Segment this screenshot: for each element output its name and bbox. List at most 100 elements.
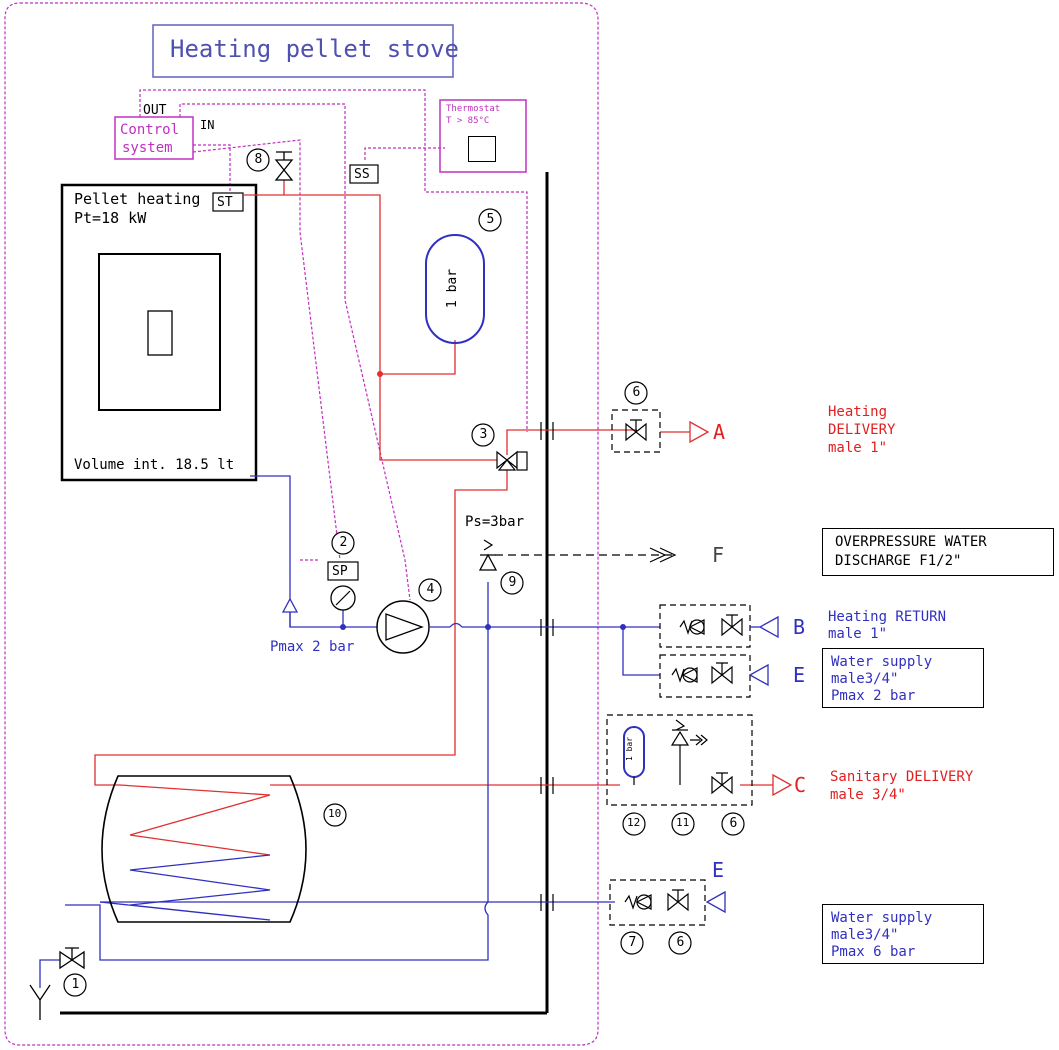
- boiler-name: Pellet heating: [74, 190, 201, 208]
- callout-circle: [471, 423, 495, 447]
- callout-circle: [668, 931, 692, 955]
- callout-circle: [622, 812, 646, 836]
- wall-passthroughs: [540, 422, 554, 911]
- three-way-valve: [496, 450, 518, 471]
- boiler-power: Pt=18 kW: [74, 209, 147, 227]
- callout-number: 2: [339, 535, 348, 550]
- connection-e1-line3: Pmax 2 bar: [831, 688, 916, 704]
- callout-number: 11: [676, 816, 690, 829]
- connection-e2-line3: Pmax 6 bar: [831, 944, 916, 960]
- connection-a-letter: A: [713, 420, 726, 444]
- callout-circle: [331, 531, 355, 555]
- red-coil: [119, 784, 271, 856]
- connection-f-line1: OVERPRESSURE WATER: [835, 534, 987, 550]
- control-system-label-2: system: [122, 140, 173, 156]
- connection-c-line2: male 3/4": [830, 787, 906, 803]
- callout-circle: [63, 973, 87, 997]
- enclosure-outline: [4, 2, 599, 1046]
- connection-f-line2: DISCHARGE F1/2": [835, 553, 962, 569]
- thermostat-box: [439, 99, 527, 173]
- vent-valve: [274, 151, 294, 181]
- callout-number: 6: [676, 935, 685, 950]
- thermostat-label-1: Thermostat: [446, 104, 501, 114]
- control-out-label: OUT: [143, 103, 167, 118]
- callout-number: 10: [328, 807, 342, 820]
- boiler-window: [147, 310, 173, 356]
- small-vessel-label: 1 bar: [625, 736, 635, 762]
- connection-b-letter: B: [793, 615, 806, 639]
- boiler-door: [98, 253, 221, 411]
- control-system-box: [114, 116, 194, 160]
- connection-e2-line1: Water supply: [831, 910, 933, 926]
- diagram-title: Heating pellet stove: [170, 35, 459, 63]
- callout-number: 9: [508, 575, 517, 590]
- pmax-pressure-label: Pmax 2 bar: [270, 639, 355, 655]
- connection-c-letter: C: [794, 773, 807, 797]
- external-groups: [606, 409, 753, 926]
- connection-e1-letter: E: [793, 663, 806, 687]
- red-pipes: [94, 180, 773, 786]
- connection-a-line1: Heating: [828, 404, 888, 420]
- drain-valve: [59, 947, 85, 970]
- boiler-outer: [60, 183, 258, 482]
- st-sensor-label: ST: [217, 195, 233, 210]
- sp-sensor-label: SP: [332, 564, 348, 579]
- expansion-vessel-label: 1 bar: [445, 268, 461, 309]
- blue-pipes: [39, 475, 660, 988]
- connection-arrows: [689, 420, 793, 914]
- callout-circle: [620, 931, 644, 955]
- water-supply-box-2: Water supply male3/4" Pmax 6 bar: [822, 904, 984, 964]
- control-wiring: [114, 89, 528, 601]
- sp-sensor-box: [327, 561, 359, 581]
- expansion-vessel: [425, 234, 485, 344]
- connection-a-line3: male 1": [828, 440, 888, 456]
- connection-c-line1: Sanitary DELIVERY: [830, 769, 974, 785]
- connection-e1-line1: Water supply: [831, 654, 933, 670]
- callout-number: 12: [627, 816, 641, 829]
- callout-number: 7: [628, 935, 637, 950]
- st-sensor-box: [212, 192, 244, 212]
- connection-b-line1: Heating RETURN: [828, 609, 947, 625]
- callout-circle: [671, 812, 695, 836]
- thermostat-icon: [468, 136, 496, 162]
- blue-coil: [99, 854, 271, 921]
- connection-e2-letter: E: [712, 858, 725, 882]
- callout-number: 1: [71, 977, 80, 992]
- callout-number: 3: [479, 427, 488, 442]
- callout-number: 6: [729, 816, 738, 831]
- callout-circle: [323, 803, 347, 827]
- safety-valve: [478, 553, 498, 571]
- connection-e2-line2: male3/4": [831, 927, 899, 943]
- pump: [376, 600, 430, 654]
- number-circles: [63, 148, 745, 997]
- connection-b-line2: male 1": [828, 626, 888, 642]
- external-valves: [624, 419, 743, 912]
- callout-circle: [246, 148, 270, 172]
- overpressure-discharge-box: OVERPRESSURE WATER DISCHARGE F1/2": [822, 528, 1054, 576]
- callout-number: 6: [632, 385, 641, 400]
- thermostat-label-2: T > 85°C: [446, 116, 490, 126]
- ps-pressure-label: Ps=3bar: [465, 514, 525, 530]
- callout-circle: [624, 381, 648, 405]
- control-in-label: IN: [200, 118, 215, 132]
- callout-number: 4: [426, 582, 435, 597]
- callout-circle: [418, 578, 442, 602]
- callout-circle: [478, 208, 502, 232]
- connection-a-line2: DELIVERY: [828, 422, 896, 438]
- title-box: [152, 24, 454, 78]
- junction-dots: [340, 371, 626, 630]
- connection-f-letter: F: [712, 543, 725, 567]
- storage-tank: [101, 775, 307, 923]
- callout-number: 8: [254, 152, 263, 167]
- ss-sensor-box: [349, 164, 379, 184]
- connection-e1-line2: male3/4": [831, 671, 899, 687]
- boiler-volume: Volume int. 18.5 lt: [74, 457, 235, 473]
- air-vent: [281, 597, 299, 613]
- callout-number: 5: [486, 212, 495, 227]
- ss-sensor-label: SS: [354, 167, 370, 182]
- callout-circle: [500, 571, 524, 595]
- callout-circle: [721, 812, 745, 836]
- water-supply-box-1: Water supply male3/4" Pmax 2 bar: [822, 648, 984, 708]
